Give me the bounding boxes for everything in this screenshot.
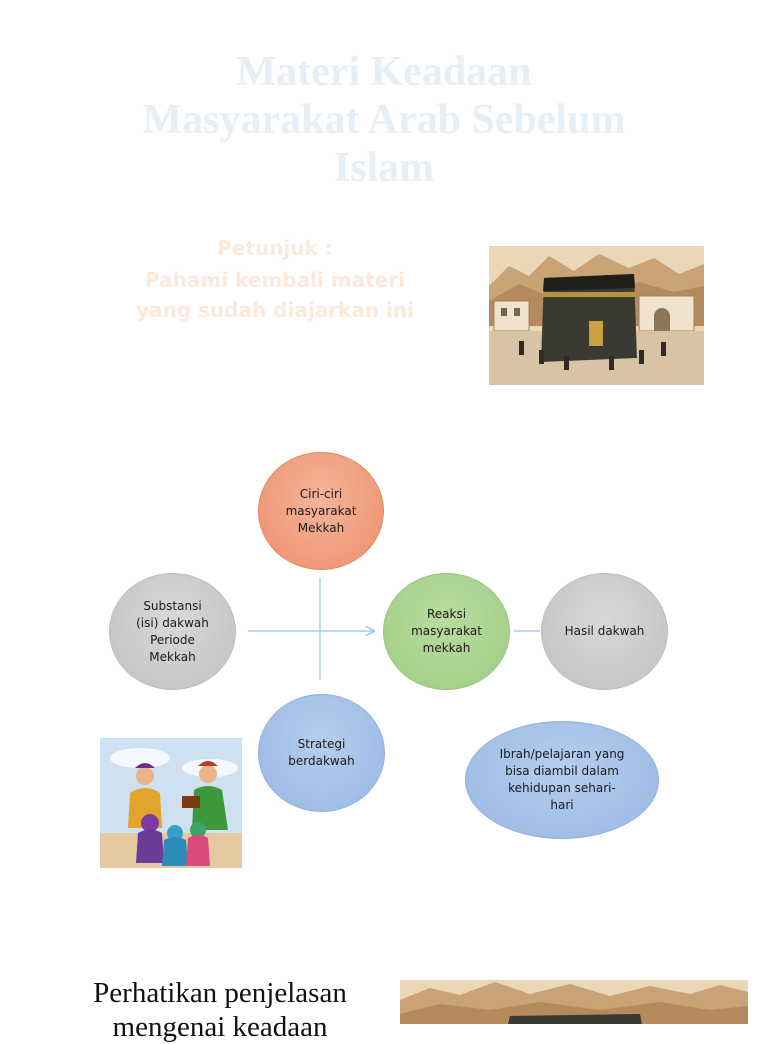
node-label: Reaksi	[426, 607, 467, 621]
kaaba-illustration-bottom	[400, 980, 748, 1024]
node-label: Ciri-ciri	[299, 486, 343, 501]
bottom-caption-line-2: mengenai keadaan	[112, 1011, 328, 1043]
node-label: berdakwah	[288, 754, 355, 768]
node-label: kehidupan sehari-	[508, 781, 616, 795]
kaaba-illustration	[489, 246, 704, 385]
node-label: Periode	[150, 632, 195, 647]
instructions-line-1: Pahami kembali materi	[145, 268, 405, 292]
node-label: Mekkah	[297, 520, 345, 535]
node-label: Substansi	[143, 598, 202, 613]
node-label: (isi) dakwah	[136, 615, 209, 630]
instructions-heading: Petunjuk :	[217, 236, 333, 260]
node-label: Ibrah/pelajaran yang	[499, 747, 625, 761]
instructions-line-2: yang sudah diajarkan ini	[135, 298, 415, 322]
title-line-3: Islam	[333, 145, 435, 191]
page-title: Materi Keadaan Masyarakat Arab Sebelum I…	[84, 48, 684, 192]
node-label: Mekkah	[149, 649, 196, 664]
node-hasil-dakwah: Hasil dakwah	[541, 573, 668, 690]
bottom-caption: Perhatikan penjelasan mengenai keadaan	[60, 976, 380, 1044]
node-label: Hasil dakwah	[564, 624, 645, 638]
node-label: bisa diambil dalam	[505, 764, 619, 778]
node-substansi-dakwah: Substansi (isi) dakwah Periode Mekkah	[109, 573, 236, 690]
bottom-caption-line-1: Perhatikan penjelasan	[93, 977, 347, 1009]
instructions-block: Petunjuk : Pahami kembali materi yang su…	[120, 233, 430, 325]
title-line-2: Masyarakat Arab Sebelum	[142, 97, 626, 143]
node-label: masyarakat	[285, 503, 357, 518]
scholars-cartoon-illustration	[100, 738, 242, 868]
node-ciri-masyarakat-mekkah: Ciri-ciri masyarakat Mekkah	[258, 452, 384, 570]
node-ibrah-pelajaran: Ibrah/pelajaran yang bisa diambil dalam …	[465, 721, 659, 839]
node-reaksi-masyarakat: Reaksi masyarakat mekkah	[383, 573, 510, 690]
title-line-1: Materi Keadaan	[236, 49, 532, 95]
node-label: mekkah	[422, 641, 471, 655]
node-label: masyarakat	[411, 624, 482, 638]
node-strategi-berdakwah: Strategi berdakwah	[258, 694, 385, 812]
node-label: Strategi	[297, 737, 346, 751]
node-label: hari	[550, 798, 574, 812]
